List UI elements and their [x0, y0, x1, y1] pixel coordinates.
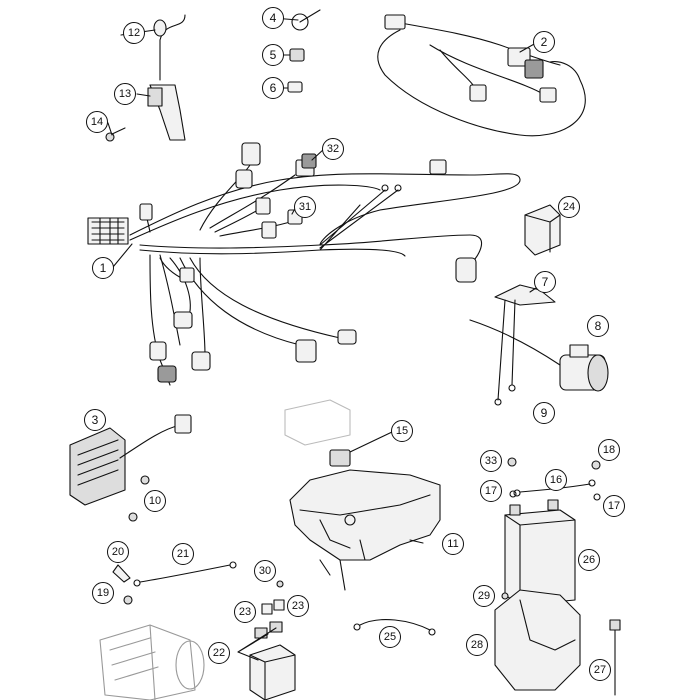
sub-harness — [377, 14, 586, 137]
callout-9: 9 — [533, 402, 555, 424]
battery — [504, 499, 576, 606]
callout-6: 6 — [262, 77, 284, 99]
callout-16: 16 — [545, 469, 567, 491]
horn — [469, 319, 609, 392]
callout-24: 24 — [558, 196, 580, 218]
callout-12: 12 — [123, 22, 145, 44]
connector-plug — [287, 81, 303, 93]
connector-housing — [289, 48, 305, 62]
callout-18: 18 — [598, 439, 620, 461]
callout-4: 4 — [262, 7, 284, 29]
callout-23-left: 23 — [234, 601, 256, 623]
callout-1: 1 — [92, 257, 114, 279]
cable-clip — [291, 9, 321, 31]
battery-holder — [494, 589, 581, 691]
callout-10: 10 — [144, 490, 166, 512]
callout-32: 32 — [322, 138, 344, 160]
relay — [524, 204, 561, 256]
callout-14: 14 — [86, 111, 108, 133]
main-wiring-harness — [87, 142, 521, 386]
callout-13: 13 — [114, 83, 136, 105]
callout-17-right: 17 — [603, 495, 625, 517]
callout-23-right: 23 — [287, 595, 309, 617]
callout-26: 26 — [578, 549, 600, 571]
ground-cable — [353, 619, 436, 636]
starter-relay — [249, 621, 296, 700]
callout-7: 7 — [534, 271, 556, 293]
callout-5: 5 — [262, 44, 284, 66]
battery-hardware — [507, 457, 601, 501]
callout-3: 3 — [84, 409, 106, 431]
voltage-regulator — [69, 414, 192, 506]
callout-20: 20 — [107, 541, 129, 563]
callout-25: 25 — [379, 626, 401, 648]
horn-cables — [494, 299, 516, 406]
callout-33: 33 — [480, 450, 502, 472]
callout-29: 29 — [473, 585, 495, 607]
callout-21: 21 — [172, 543, 194, 565]
callout-17-left: 17 — [480, 480, 502, 502]
callout-11: 11 — [442, 533, 464, 555]
battery-tray — [284, 399, 441, 591]
callout-15: 15 — [391, 420, 413, 442]
regulator-bolts — [128, 475, 150, 522]
starter-motor — [99, 624, 205, 700]
ground-lead-bracket — [105, 14, 186, 142]
callout-8: 8 — [587, 315, 609, 337]
callout-27: 27 — [589, 659, 611, 681]
callout-31: 31 — [294, 196, 316, 218]
starter-cable — [112, 561, 237, 605]
callout-22: 22 — [208, 642, 230, 664]
fuses — [261, 580, 285, 615]
callout-2: 2 — [533, 31, 555, 53]
rubber-strap — [609, 619, 621, 696]
callout-19: 19 — [92, 582, 114, 604]
callout-30: 30 — [254, 560, 276, 582]
callout-28: 28 — [466, 634, 488, 656]
